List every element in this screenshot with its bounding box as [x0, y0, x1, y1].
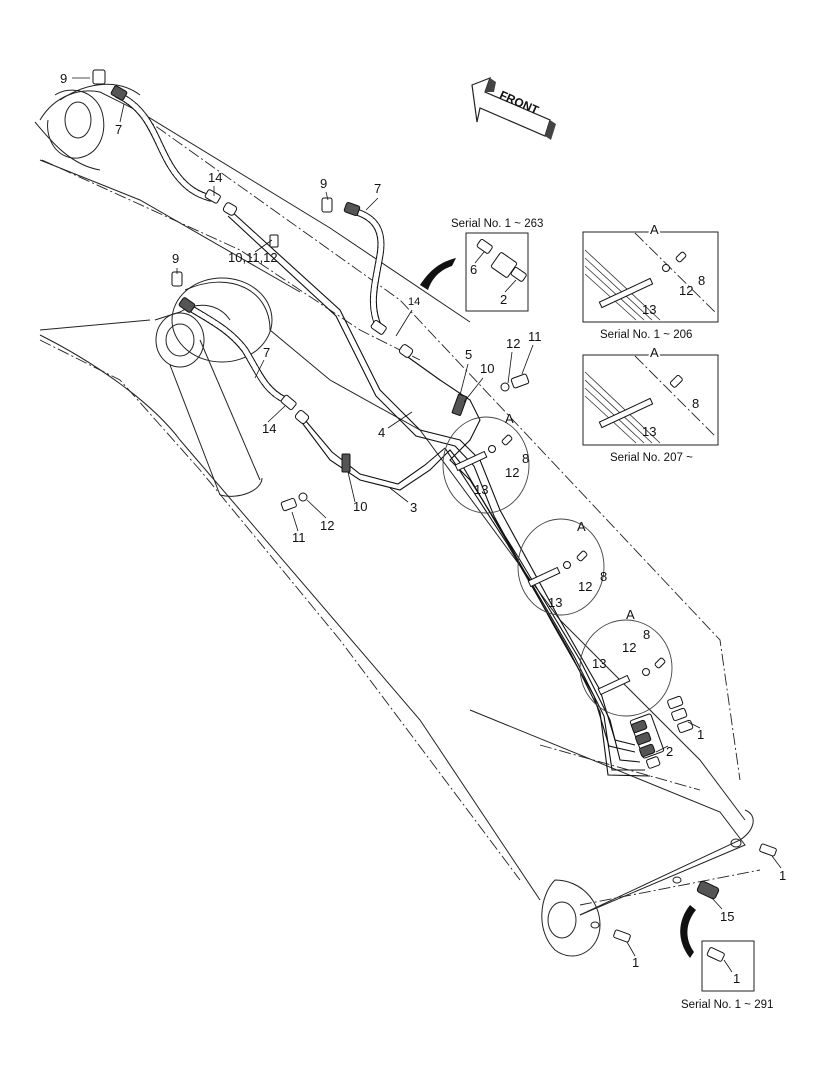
inset-serial-291: 1 Serial No. 1 ~ 291: [680, 905, 773, 1011]
inset-291-title: Serial No. 1 ~ 291: [681, 999, 773, 1011]
callout-12-a: 12: [506, 336, 520, 351]
callout-A-3: A: [626, 607, 635, 622]
inset-207-callout-13: 13: [642, 424, 656, 439]
detail-circles: [442, 416, 673, 717]
callout-10-b: 10: [353, 499, 367, 514]
inset-207-callout-8: 8: [692, 396, 699, 411]
callout-10-11-12: 10,11,12: [228, 250, 278, 265]
inset-207-letter: A: [650, 345, 659, 360]
inset-206-callout-13: 13: [642, 302, 656, 317]
inset-206-callout-8: 8: [698, 273, 705, 288]
inset-serial-263: Serial No. 1 ~ 263 6 2: [420, 218, 543, 312]
callout-9-left: 9: [172, 251, 179, 266]
callout-13-c: 13: [592, 656, 606, 671]
callout-9-top: 9: [60, 71, 67, 86]
callout-1-b: 1: [779, 868, 786, 883]
front-direction-arrow: FRONT: [471, 76, 556, 140]
callout-1-c: 1: [632, 955, 639, 970]
callout-8-b: 8: [600, 569, 607, 584]
callout-14-left: 14: [262, 421, 276, 436]
fittings: [92, 69, 777, 943]
inset-206-title: Serial No. 1 ~ 206: [600, 329, 692, 341]
callout-12-c: 12: [320, 518, 334, 533]
inset-263-title: Serial No. 1 ~ 263: [451, 218, 543, 230]
callout-8-c: 8: [643, 627, 650, 642]
callout-7-mid: 7: [374, 181, 381, 196]
callout-3: 3: [410, 500, 417, 515]
callout-14-mid: 14: [408, 296, 420, 308]
inset-263-callout-6: 6: [470, 262, 477, 277]
hoses: [114, 91, 385, 404]
inset-206-callout-12: 12: [679, 283, 693, 298]
callout-8-a: 8: [522, 451, 529, 466]
callout-9-mid: 9: [320, 176, 327, 191]
callout-11-a: 11: [528, 329, 542, 344]
callout-7-left: 7: [263, 345, 270, 360]
callout-11-b: 11: [292, 530, 306, 545]
inset-291-callout-1: 1: [733, 971, 740, 986]
callout-15: 15: [720, 909, 734, 924]
callout-12-e: 12: [622, 640, 636, 655]
inset-serial-206: A 8 12 13 Serial No. 1 ~ 206: [582, 220, 719, 341]
callout-2-a: 2: [666, 744, 673, 759]
callout-labels: 9 7 14 10,11,12 9 7 14 9 7 14 5 10 12 11…: [60, 71, 786, 970]
callout-13-b: 13: [548, 595, 562, 610]
boom-body: [34, 83, 761, 957]
callout-A-2: A: [577, 519, 586, 534]
inset-263-callout-2: 2: [500, 292, 507, 307]
callout-10-a: 10: [480, 361, 494, 376]
callout-A-1: A: [505, 411, 514, 426]
callout-13-a: 13: [474, 482, 488, 497]
callout-7-top: 7: [115, 122, 122, 137]
callout-14-top: 14: [208, 170, 222, 185]
inset-206-letter: A: [650, 222, 659, 237]
leader-lines: [72, 77, 782, 957]
inset-207-title: Serial No. 207 ~: [610, 452, 693, 464]
callout-4: 4: [378, 425, 385, 440]
callout-12-d: 12: [578, 579, 592, 594]
callout-1-a: 1: [697, 727, 704, 742]
inset-serial-207: A 8 13 Serial No. 207 ~: [582, 343, 719, 464]
callout-5: 5: [465, 347, 472, 362]
callout-12-b: 12: [505, 465, 519, 480]
